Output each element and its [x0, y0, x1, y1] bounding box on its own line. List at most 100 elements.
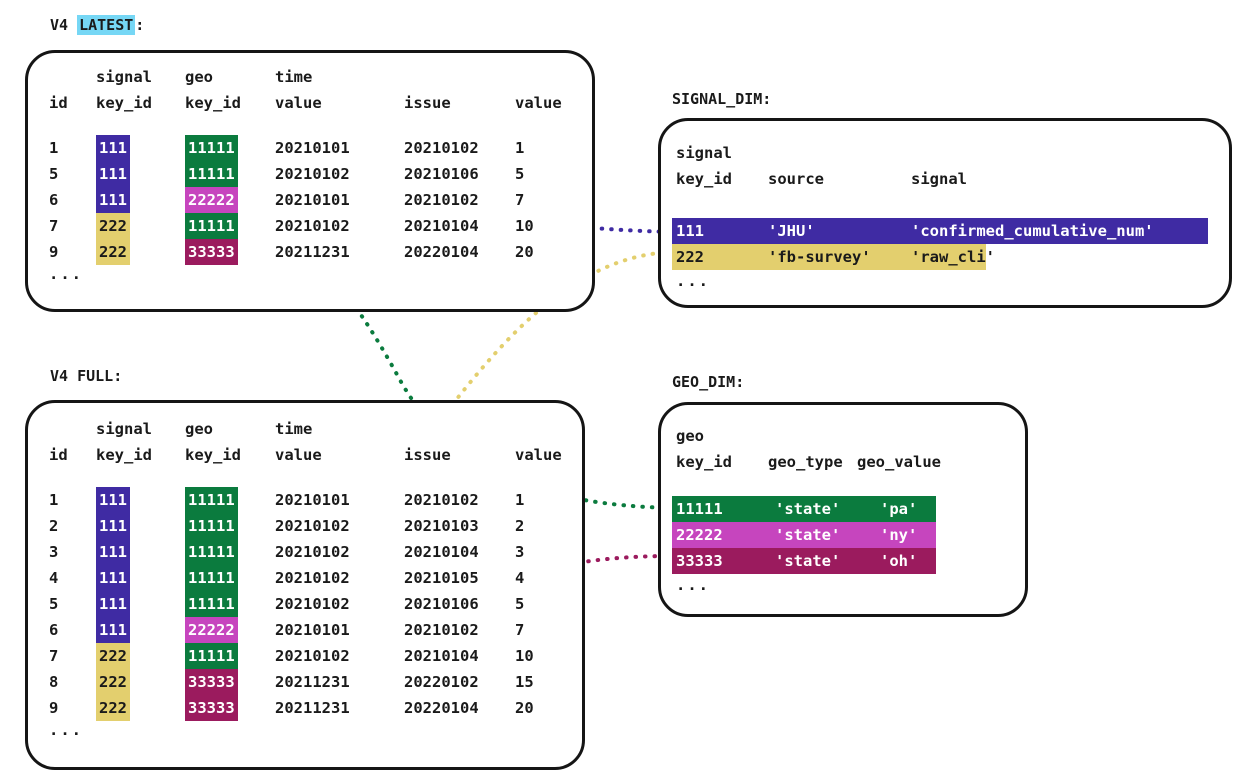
full-header-time-value: value [275, 446, 322, 464]
full-row-value: 2 [515, 517, 525, 535]
full-row-issue: 20220102 [404, 673, 479, 691]
full-row-value: 7 [515, 621, 525, 639]
full-header-issue: issue [404, 446, 451, 464]
latest-row-id: 6 [49, 191, 59, 209]
full-row-issue: 20210104 [404, 543, 479, 561]
latest-row-issue: 20210102 [404, 139, 479, 157]
signal-dim-ellipsis: ... [676, 272, 710, 290]
geo-dim-header-geo-type: geo_type [768, 453, 843, 471]
full-row-geo-key-id: 11111 [185, 591, 238, 617]
latest-row-signal-key-id: 111 [96, 135, 130, 161]
full-row-geo-key-id: 11111 [185, 487, 238, 513]
full-row-signal-key-id: 111 [96, 617, 130, 643]
full-row-id: 1 [49, 491, 59, 509]
full-row-id: 2 [49, 517, 59, 535]
geo-dim-ellipsis: ... [676, 576, 710, 594]
caption-v4-latest: V4 LATEST: [50, 15, 145, 35]
latest-header-issue: issue [404, 94, 451, 112]
full-row-issue: 20210103 [404, 517, 479, 535]
full-row-id: 5 [49, 595, 59, 613]
latest-row-time-value: 20211231 [275, 243, 350, 261]
full-row-geo-key-id: 33333 [185, 669, 238, 695]
geo-dim-row-highlight [672, 522, 936, 548]
signal-dim-row-key-id: 222 [676, 248, 704, 266]
latest-header-time-value: value [275, 94, 322, 112]
full-row-signal-key-id: 222 [96, 695, 130, 721]
geo-dim-header-key-id: key_id [676, 453, 732, 471]
signal-dim-row-source: 'JHU' [768, 222, 815, 240]
signal-dim-row-signal: 'raw_cli' [911, 248, 995, 266]
full-row-time-value: 20211231 [275, 699, 350, 717]
full-row-issue: 20210105 [404, 569, 479, 587]
full-header-id: id [49, 446, 68, 464]
full-header-time: time [275, 420, 313, 438]
geo-dim-row-geo-type: 'state' [775, 526, 841, 544]
geo-dim-header-top: geo [676, 427, 704, 445]
latest-row-id: 9 [49, 243, 59, 261]
full-header-signal: signal [96, 420, 152, 438]
full-row-time-value: 20210102 [275, 647, 350, 665]
latest-header-value: value [515, 94, 562, 112]
full-row-id: 8 [49, 673, 59, 691]
full-row-signal-key-id: 111 [96, 487, 130, 513]
caption-v4-full: V4 FULL: [50, 367, 123, 385]
signal-dim-row-highlight [672, 218, 1208, 244]
caption-latest-badge: LATEST [77, 15, 136, 35]
full-row-value: 5 [515, 595, 525, 613]
full-header-value: value [515, 446, 562, 464]
latest-header-geo: geo [185, 68, 213, 86]
latest-row-signal-key-id: 111 [96, 187, 130, 213]
geo-dim-row-geo-type: 'state' [775, 500, 841, 518]
signal-dim-table-box [658, 118, 1232, 308]
full-row-time-value: 20211231 [275, 673, 350, 691]
latest-row-value: 1 [515, 139, 525, 157]
signal-dim-row-key-id: 111 [676, 222, 704, 240]
geo-dim-row-highlight [672, 548, 936, 574]
full-row-issue: 20210104 [404, 647, 479, 665]
latest-row-time-value: 20210101 [275, 139, 350, 157]
geo-dim-row-key-id: 22222 [676, 526, 723, 544]
latest-row-time-value: 20210102 [275, 165, 350, 183]
full-ellipsis: ... [49, 721, 83, 739]
full-row-value: 10 [515, 647, 534, 665]
signal-dim-header-key-id: key_id [676, 170, 732, 188]
full-row-time-value: 20210102 [275, 517, 350, 535]
full-row-issue: 20210106 [404, 595, 479, 613]
latest-row-time-value: 20210101 [275, 191, 350, 209]
latest-row-signal-key-id: 222 [96, 239, 130, 265]
full-row-time-value: 20210101 [275, 491, 350, 509]
latest-row-signal-key-id: 222 [96, 213, 130, 239]
latest-ellipsis: ... [49, 265, 83, 283]
full-header-geo-key-id: key_id [185, 446, 241, 464]
latest-header-signal-key-id: key_id [96, 94, 152, 112]
latest-row-time-value: 20210102 [275, 217, 350, 235]
geo-dim-header-geo-value: geo_value [857, 453, 941, 471]
full-row-geo-key-id: 22222 [185, 617, 238, 643]
full-row-issue: 20220104 [404, 699, 479, 717]
full-row-signal-key-id: 111 [96, 513, 130, 539]
geo-dim-row-geo-value: 'oh' [880, 552, 918, 570]
geo-dim-row-key-id: 33333 [676, 552, 723, 570]
latest-row-geo-key-id: 11111 [185, 213, 238, 239]
latest-row-id: 1 [49, 139, 59, 157]
full-row-value: 20 [515, 699, 534, 717]
signal-dim-header-signal: signal [911, 170, 967, 188]
latest-row-geo-key-id: 11111 [185, 135, 238, 161]
full-row-time-value: 20210102 [275, 543, 350, 561]
full-row-issue: 20210102 [404, 491, 479, 509]
full-row-value: 15 [515, 673, 534, 691]
geo-dim-row-geo-value: 'ny' [880, 526, 918, 544]
latest-row-issue: 20220104 [404, 243, 479, 261]
full-row-id: 6 [49, 621, 59, 639]
caption-latest-suffix: : [135, 16, 145, 34]
full-row-id: 9 [49, 699, 59, 717]
caption-latest-prefix: V4 [50, 16, 78, 34]
full-row-geo-key-id: 11111 [185, 565, 238, 591]
full-row-value: 3 [515, 543, 525, 561]
latest-row-id: 5 [49, 165, 59, 183]
full-row-time-value: 20210101 [275, 621, 350, 639]
full-header-signal-key-id: key_id [96, 446, 152, 464]
latest-header-time: time [275, 68, 313, 86]
full-row-signal-key-id: 222 [96, 669, 130, 695]
